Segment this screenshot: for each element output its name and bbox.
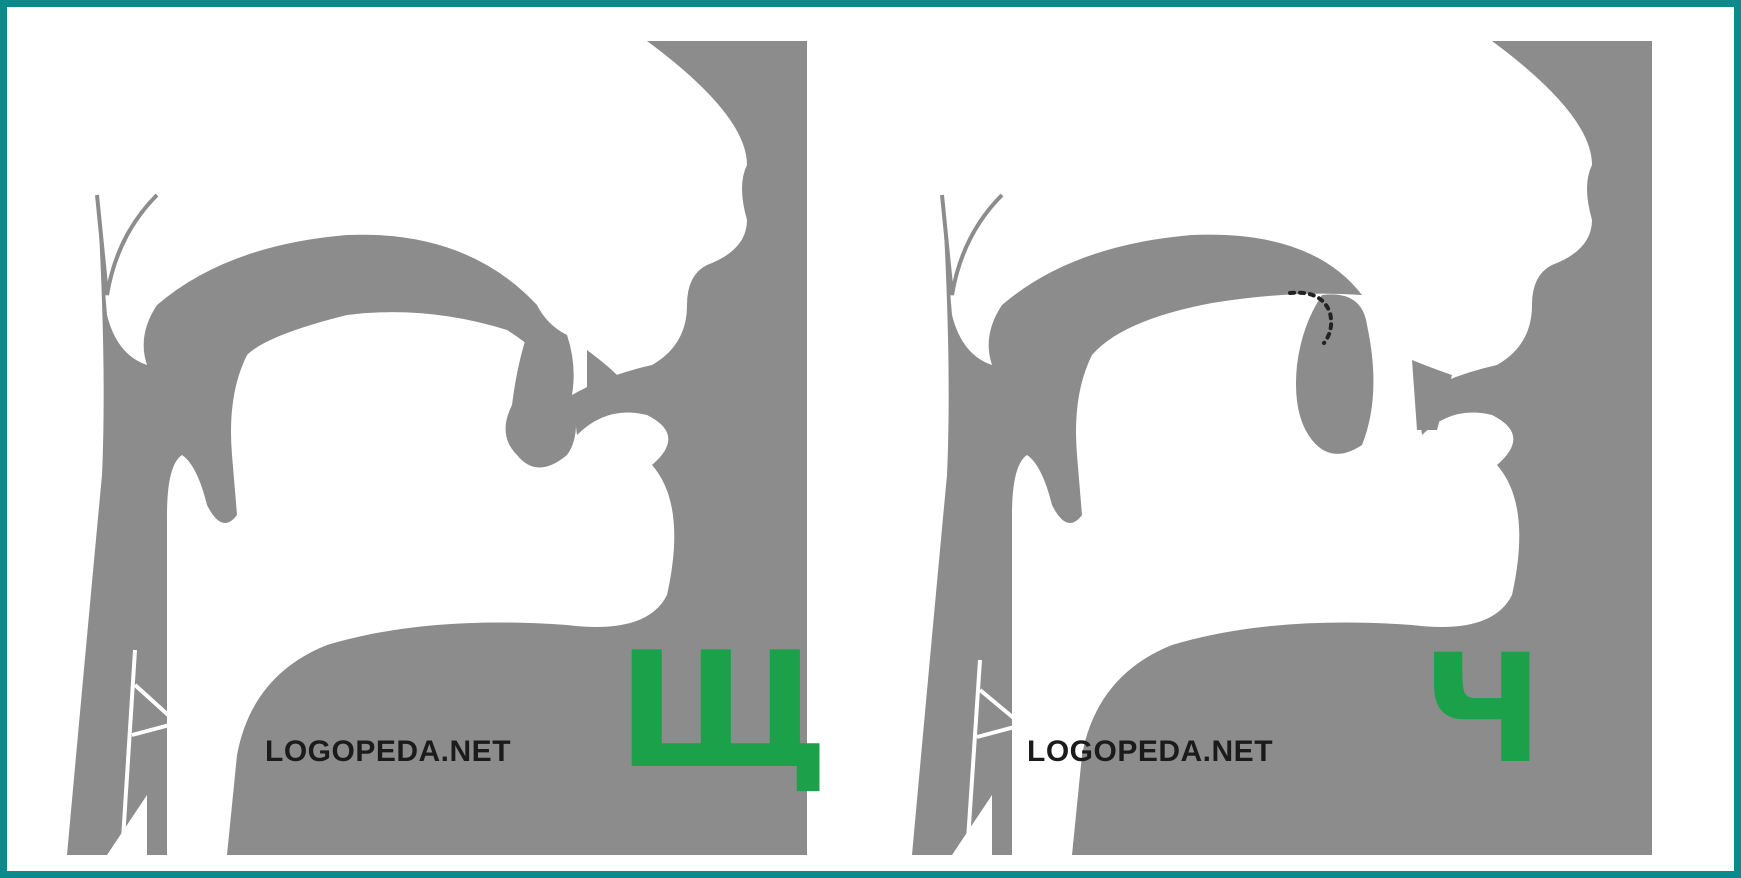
watermark-text: LOGOPEDA.NET (265, 735, 511, 769)
head-silhouette (1072, 41, 1652, 855)
epiglottis-line (942, 195, 1002, 295)
tongue-tip (1296, 294, 1373, 454)
epiglottis-line (97, 195, 157, 295)
articulation-silhouette-right (892, 35, 1692, 865)
watermark-text: LOGOPEDA.NET (1027, 735, 1273, 769)
sound-letter: Ч (1422, 635, 1543, 785)
articulation-diagram-left: LOGOPEDA.NET Щ (47, 35, 847, 865)
sound-letter: Щ (617, 631, 829, 791)
upper-lip (1412, 360, 1452, 430)
articulation-diagram-right: LOGOPEDA.NET Ч (892, 35, 1692, 865)
